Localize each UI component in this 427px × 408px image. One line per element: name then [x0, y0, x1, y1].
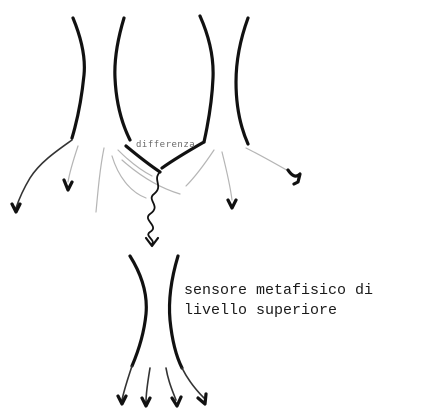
left-figure-lower-root [112, 156, 146, 198]
lower-figure [118, 256, 206, 406]
sensor-label-line-2: livello superiore [184, 301, 373, 321]
right-figure-root-2-tip [288, 170, 300, 184]
zigzag-signal [146, 172, 160, 246]
right-figure-root-1-tip [228, 200, 236, 208]
lower-figure-root-4 [182, 368, 204, 398]
lower-figure-right-trunk [169, 256, 182, 368]
left-figure-left-trunk [72, 18, 84, 138]
left-figure-right-trunk [115, 18, 130, 140]
right-figure-root-2 [246, 148, 290, 172]
left-figure-root-1 [16, 140, 72, 208]
left-upper-figure [12, 18, 180, 212]
difference-label: differenza [136, 140, 195, 150]
sensor-label: sensore metafisico di livello superiore [184, 281, 373, 321]
lower-figure-left-trunk [130, 256, 146, 366]
left-figure-root-3 [96, 148, 104, 212]
lower-figure-root-3 [166, 368, 176, 400]
right-upper-figure [162, 16, 300, 208]
right-figure-right-trunk [236, 18, 248, 144]
right-figure-left-trunk [200, 16, 213, 142]
right-figure-root-3 [186, 150, 214, 186]
sensor-label-line-1: sensore metafisico di [184, 281, 373, 301]
right-figure-root-1 [222, 152, 232, 200]
left-figure-root-2 [68, 146, 78, 182]
lower-figure-root-3-tip [172, 397, 181, 406]
